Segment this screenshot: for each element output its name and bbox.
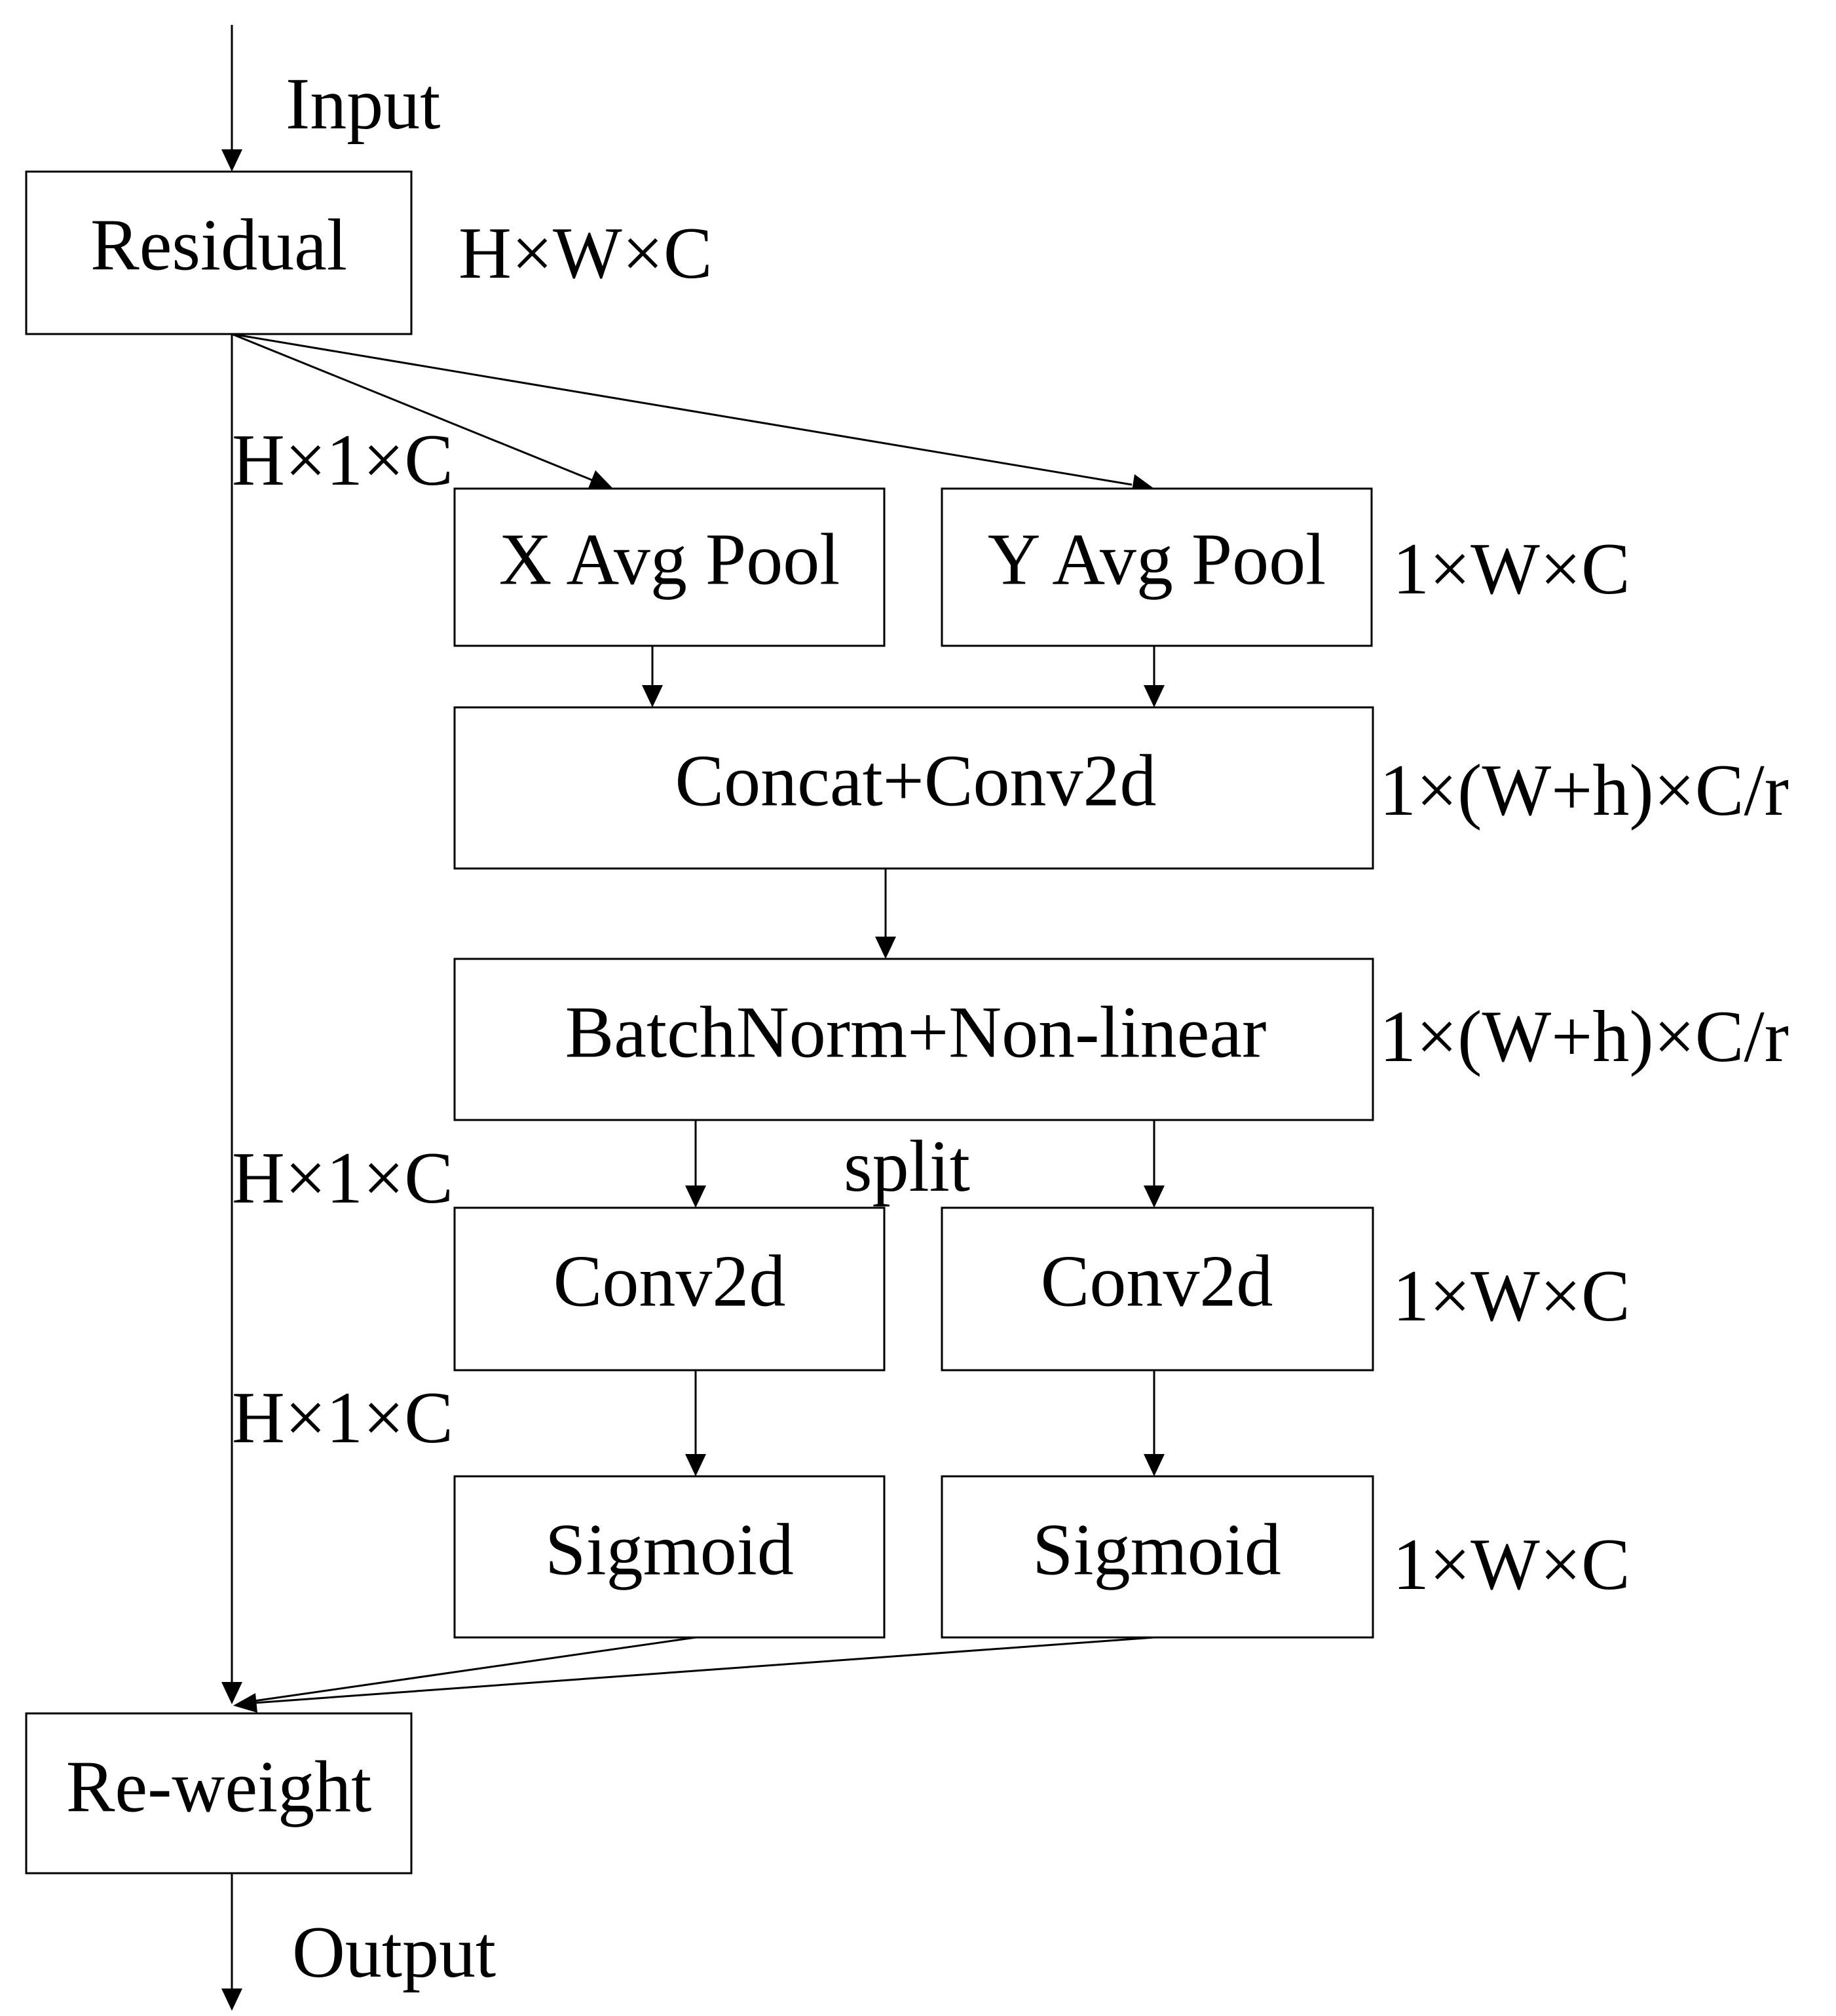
edge-sigmoid-right-to-reweight — [253, 1636, 1155, 1704]
arrowhead-output — [221, 1988, 242, 2011]
node-sigmoid-left-label: Sigmoid — [545, 1510, 794, 1591]
residual-dim-label: H×W×C — [459, 213, 713, 294]
arrowhead-reweight-trunk — [221, 1682, 242, 1704]
concat-dim-label: 1×(W+h)×C/r — [1379, 750, 1789, 831]
node-residual-label: Residual — [90, 205, 347, 286]
node-sigmoid-left: Sigmoid — [453, 1475, 886, 1639]
sigmoid-right-dim-label: 1×W×C — [1393, 1524, 1630, 1605]
x-branch-dim-label-2: H×1×C — [232, 1138, 453, 1219]
arrowhead-concat-left — [642, 685, 663, 707]
arrowhead-x-avg-pool — [588, 470, 613, 490]
edge-residual-to-y-avg-pool — [231, 333, 1133, 486]
node-batchnorm-nonlinear: BatchNorm+Non-linear — [453, 958, 1374, 1121]
node-conv2d-right-label: Conv2d — [1041, 1241, 1273, 1322]
node-concat-conv2d-label: Concat+Conv2d — [675, 741, 1156, 822]
arrowhead-conv-right — [1144, 1185, 1165, 1208]
node-x-avg-pool: X Avg Pool — [453, 487, 886, 647]
node-sigmoid-right: Sigmoid — [941, 1475, 1374, 1639]
input-label: Input — [286, 64, 440, 145]
node-conv2d-left-label: Conv2d — [553, 1241, 786, 1322]
arrowhead-sigmoid-right — [1144, 1454, 1165, 1476]
node-sigmoid-right-label: Sigmoid — [1032, 1510, 1281, 1591]
y-pool-dim-label: 1×W×C — [1393, 529, 1630, 610]
node-batchnorm-nonlinear-label: BatchNorm+Non-linear — [565, 992, 1267, 1073]
node-residual: Residual — [25, 170, 413, 335]
conv-right-dim-label: 1×W×C — [1393, 1256, 1630, 1337]
output-label: Output — [292, 1912, 496, 1993]
edge-residual-to-x-avg-pool — [231, 333, 593, 481]
node-x-avg-pool-label: X Avg Pool — [499, 519, 840, 601]
node-reweight-label: Re-weight — [66, 1747, 372, 1828]
x-branch-dim-label-3: H×1×C — [232, 1377, 453, 1459]
split-label: split — [844, 1126, 970, 1207]
x-branch-dim-label-1: H×1×C — [232, 420, 453, 501]
node-conv2d-right: Conv2d — [941, 1206, 1374, 1372]
node-concat-conv2d: Concat+Conv2d — [453, 706, 1374, 870]
arrowhead-conv-left — [685, 1185, 706, 1208]
dimension-labels: Input H×W×C H×1×C 1×W×C 1×(W+h)×C/r 1×(W… — [232, 64, 1789, 1993]
batchnorm-dim-label: 1×(W+h)×C/r — [1379, 996, 1789, 1077]
arrowhead-reweight-merge — [233, 1693, 257, 1713]
arrowhead-batchnorm — [875, 937, 896, 959]
node-y-avg-pool: Y Avg Pool — [941, 487, 1373, 647]
arrowhead-concat-right — [1144, 685, 1165, 707]
arrowhead-sigmoid-left — [685, 1454, 706, 1476]
arrowhead-residual — [221, 149, 242, 172]
edge-sigmoid-left-to-reweight — [253, 1636, 696, 1702]
node-y-avg-pool-label: Y Avg Pool — [988, 519, 1326, 601]
node-reweight: Re-weight — [25, 1712, 413, 1875]
node-conv2d-left: Conv2d — [453, 1206, 886, 1372]
edges — [221, 25, 1165, 2011]
